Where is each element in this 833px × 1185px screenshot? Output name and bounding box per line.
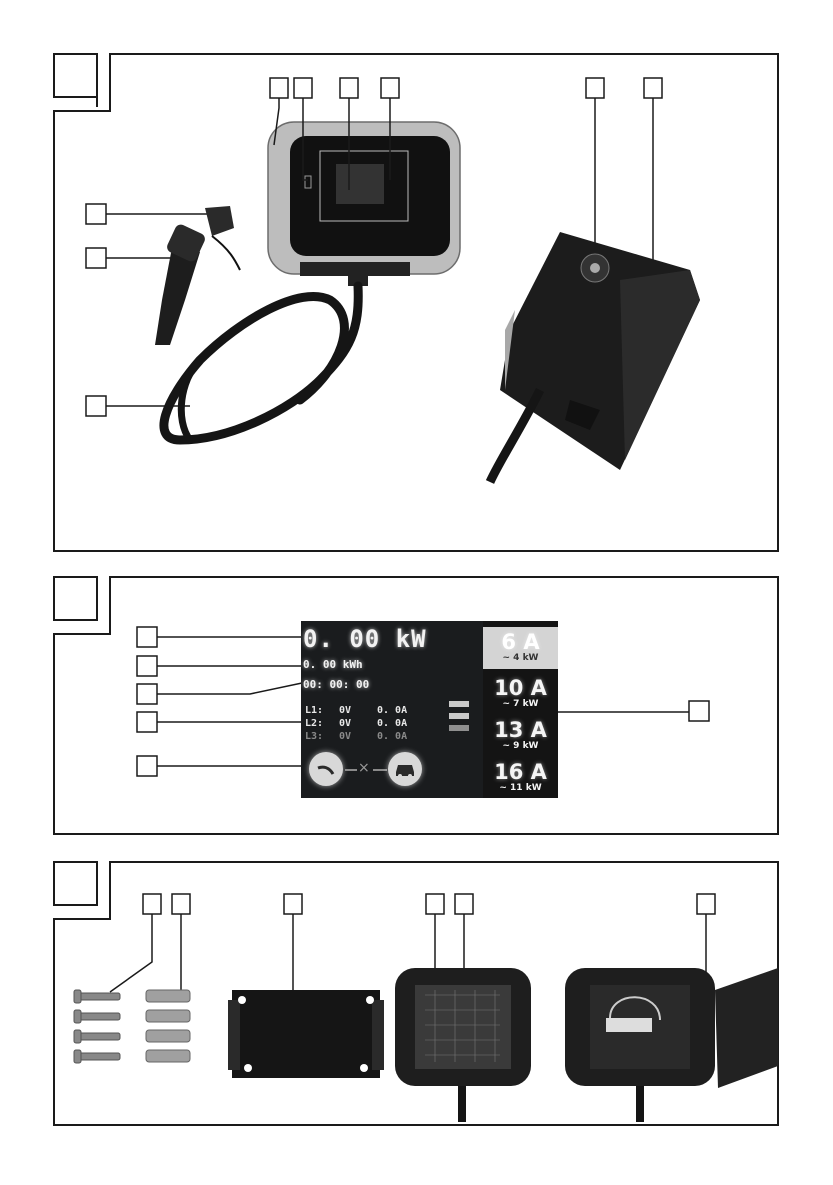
- current-selection-column: 6 A ~ 4 kW 10 A ~ 7 kW 13 A ~ 9 kW 16 A …: [483, 621, 558, 798]
- plug-status-icon: [309, 752, 343, 786]
- level-bar: [449, 713, 469, 719]
- current-option-6a[interactable]: 6 A ~ 4 kW: [483, 627, 558, 669]
- panel-1-number-box: [54, 54, 97, 97]
- power-readout: 0. 00 kW: [303, 625, 427, 653]
- panel-3-number-box: [54, 862, 97, 905]
- wallbox-back-image: [490, 232, 700, 482]
- panel-3: [54, 862, 778, 1125]
- current-option-16a[interactable]: 16 A ~ 11 kW: [483, 757, 558, 797]
- connection-line: [373, 769, 387, 771]
- phase-label: L2:: [305, 718, 339, 729]
- phase-label: L3:: [305, 731, 339, 742]
- current-option-amps: 16 A: [483, 757, 558, 783]
- panel-2-number-box: [54, 577, 97, 620]
- phase-current: 0. 0A: [377, 731, 407, 742]
- charging-timer: 00: 00: 00: [303, 678, 369, 691]
- current-option-10a[interactable]: 10 A ~ 7 kW: [483, 673, 558, 713]
- panel-1: [54, 54, 778, 551]
- connection-line: [345, 769, 357, 771]
- callout-boxes-panel-3: [143, 894, 715, 914]
- current-option-13a[interactable]: 13 A ~ 9 kW: [483, 715, 558, 755]
- phase-voltage: 0V: [339, 731, 377, 742]
- mounting-bracket-image: [228, 990, 384, 1078]
- car-icon: [388, 752, 422, 786]
- current-option-power: ~ 11 kW: [483, 783, 558, 793]
- current-option-power: ~ 4 kW: [483, 653, 558, 663]
- current-option-amps: 13 A: [483, 715, 558, 741]
- phase-label: L1:: [305, 705, 339, 716]
- charging-cable-image: [164, 286, 358, 440]
- wallbox-front-image: [268, 122, 460, 286]
- energy-readout: 0. 00 kWh: [303, 658, 363, 671]
- phase-current: 0. 0A: [377, 705, 407, 716]
- wallbox-open-wiring-image: [565, 968, 778, 1122]
- level-bar: [449, 701, 469, 707]
- phase-voltage: 0V: [339, 718, 377, 729]
- phase-current: 0. 0A: [377, 718, 407, 729]
- wall-plugs-image: [146, 990, 190, 1062]
- phase-voltage: 0V: [339, 705, 377, 716]
- signal-level-bars: [449, 701, 469, 737]
- charging-plug-image: [155, 206, 240, 345]
- level-bar: [449, 725, 469, 731]
- current-option-power: ~ 7 kW: [483, 699, 558, 709]
- screws-image: [74, 990, 120, 1063]
- disconnected-icon: ×: [358, 760, 370, 776]
- current-option-power: ~ 9 kW: [483, 741, 558, 751]
- wallbox-open-front-image: [395, 968, 531, 1122]
- current-option-amps: 6 A: [483, 627, 558, 653]
- current-option-amps: 10 A: [483, 673, 558, 699]
